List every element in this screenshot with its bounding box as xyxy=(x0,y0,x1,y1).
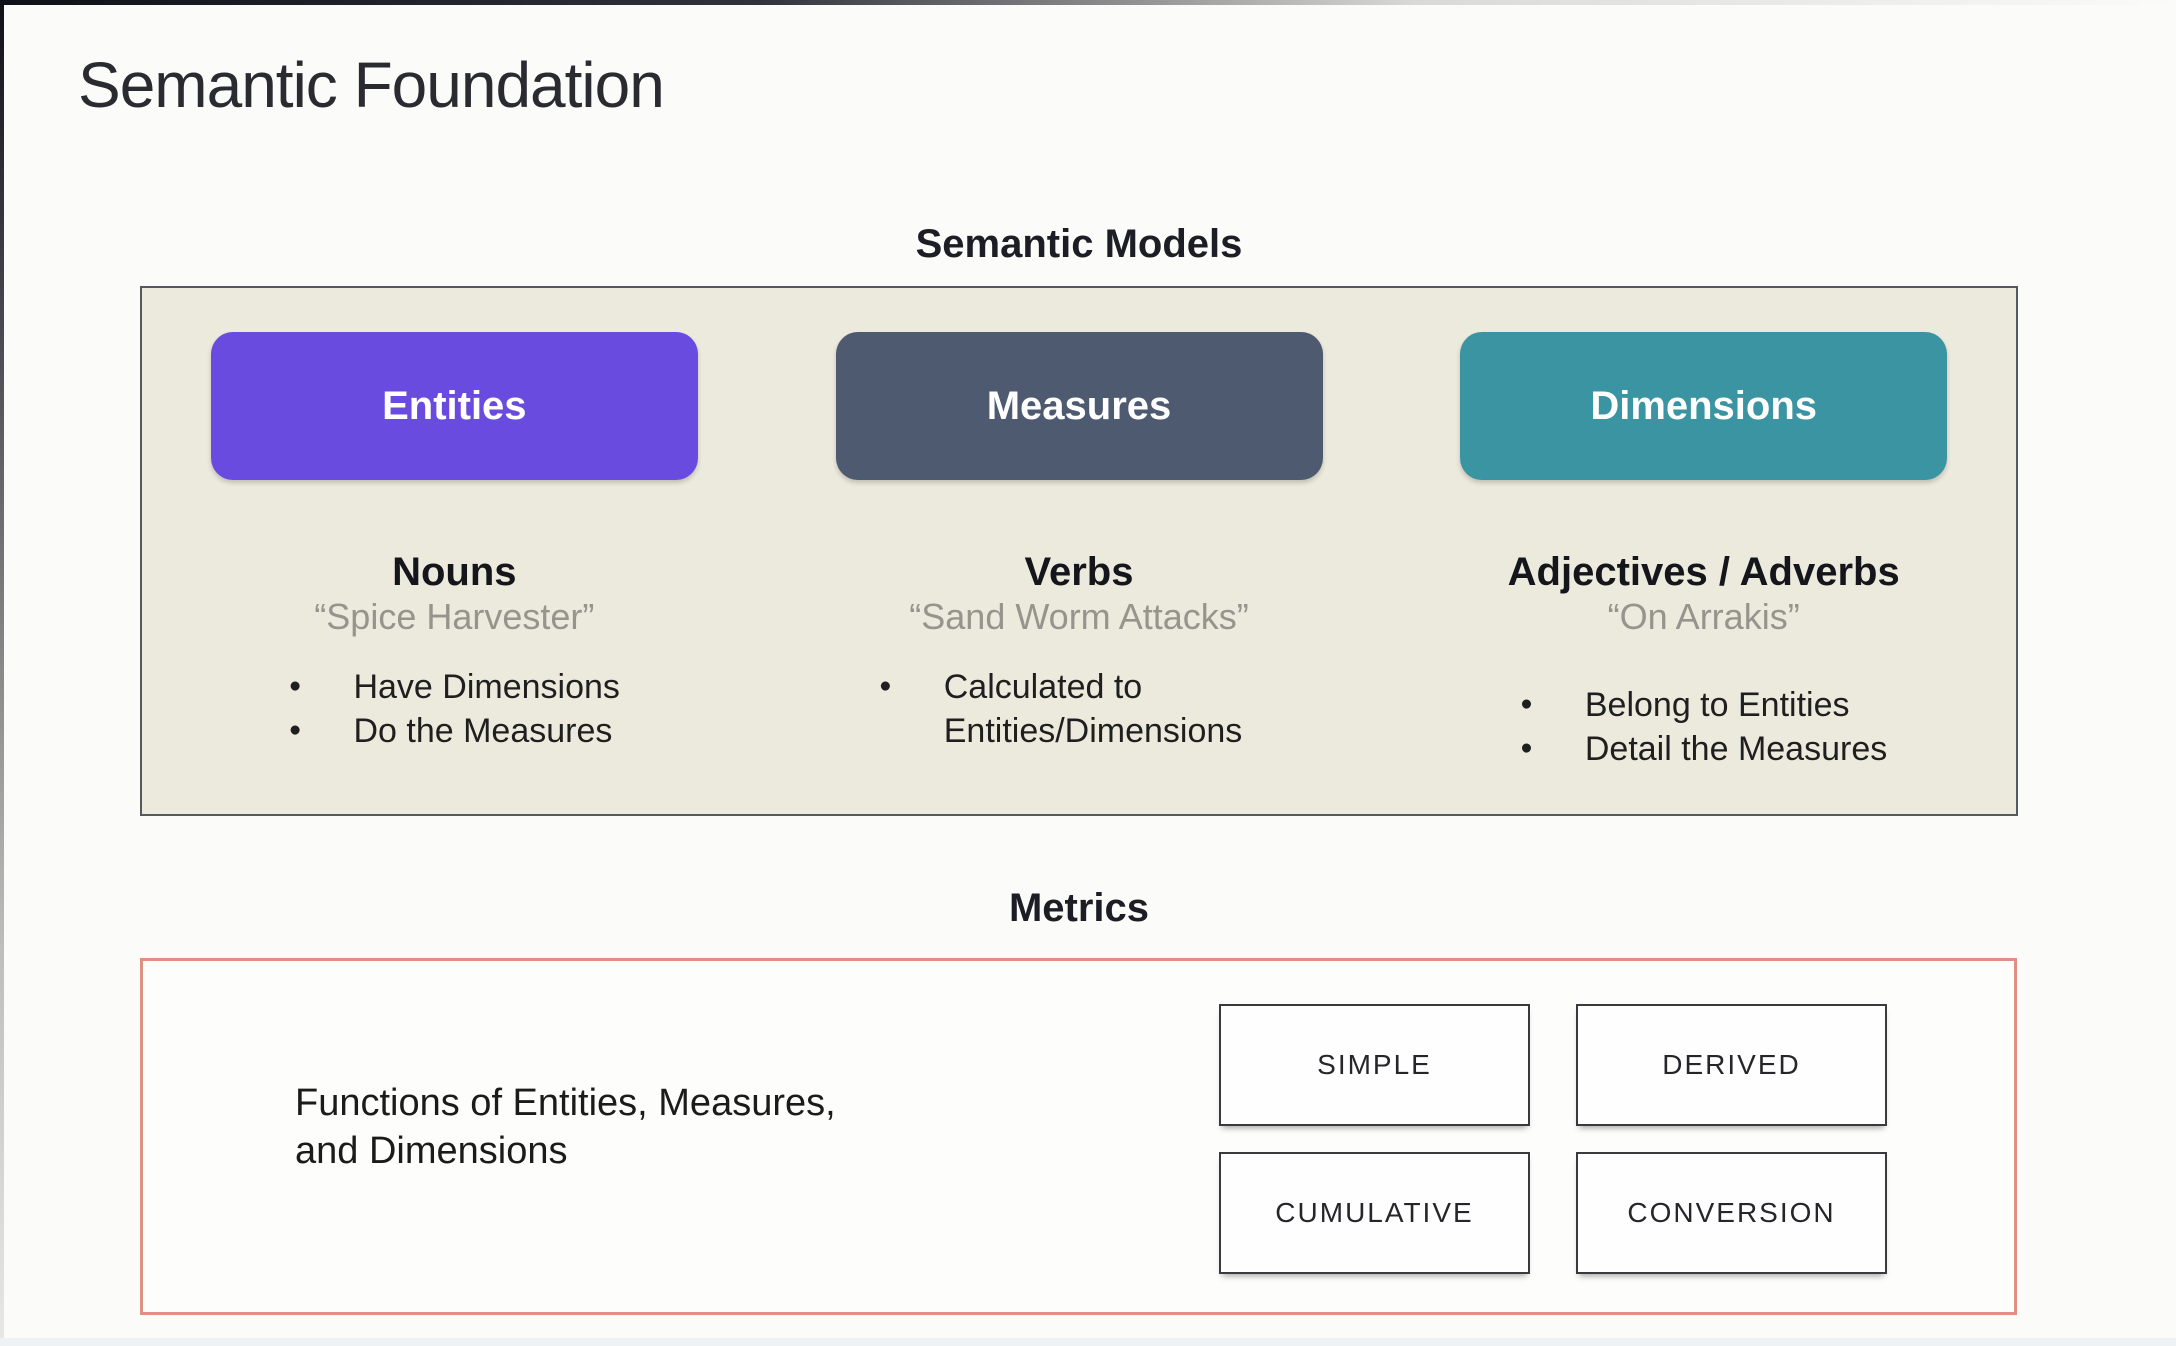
semantic-models-heading: Semantic Models xyxy=(915,222,1243,266)
semantic-column-entities: Entities Nouns “Spice Harvester” Have Di… xyxy=(142,288,767,814)
metrics-description: Functions of Entities, Measures, and Dim… xyxy=(295,1082,836,1173)
bullet-item: Do the Measures xyxy=(289,710,620,754)
dimensions-heading: Adjectives / Adverbs xyxy=(1507,550,1900,594)
entities-quote: “Spice Harvester” xyxy=(314,596,595,637)
entities-pill: Entities xyxy=(210,332,698,480)
metric-box-conversion: CONVERSION xyxy=(1576,1152,1887,1274)
bullet-item: Detail the Measures xyxy=(1520,728,1887,772)
dimensions-bullet-list: Belong to Entities Detail the Measures xyxy=(1520,684,1887,771)
metrics-heading: Metrics xyxy=(1008,886,1150,930)
bullet-item: Calculated to Entities/Dimensions xyxy=(879,666,1279,753)
dimensions-pill: Dimensions xyxy=(1460,332,1948,480)
semantic-column-measures: Measures Verbs “Sand Worm Attacks” Calcu… xyxy=(767,288,1392,814)
measures-pill: Measures xyxy=(835,332,1323,480)
window-bottom-border xyxy=(0,1338,2176,1346)
semantic-column-dimensions: Dimensions Adjectives / Adverbs “On Arra… xyxy=(1391,288,2016,814)
window-top-border xyxy=(0,0,2176,5)
bullet-item: Belong to Entities xyxy=(1520,684,1887,728)
metric-box-cumulative: CUMULATIVE xyxy=(1219,1152,1530,1274)
metrics-panel: Functions of Entities, Measures, and Dim… xyxy=(140,958,2017,1315)
entities-bullet-list: Have Dimensions Do the Measures xyxy=(289,666,620,754)
bullet-item: Have Dimensions xyxy=(289,666,619,710)
measures-bullet-list: Calculated to Entities/Dimensions xyxy=(879,666,1279,753)
metric-box-simple: SIMPLE xyxy=(1219,1004,1530,1126)
measures-heading: Verbs xyxy=(1024,550,1134,594)
dimensions-quote: “On Arrakis” xyxy=(1607,596,1800,637)
metric-types-grid: SIMPLE DERIVED CUMULATIVE CONVERSION xyxy=(1219,1004,1887,1274)
semantic-models-panel: Entities Nouns “Spice Harvester” Have Di… xyxy=(140,286,2018,816)
metric-box-derived: DERIVED xyxy=(1576,1004,1887,1126)
measures-quote: “Sand Worm Attacks” xyxy=(909,596,1249,637)
page-title: Semantic Foundation xyxy=(78,49,665,121)
window-left-border xyxy=(0,0,4,1346)
entities-heading: Nouns xyxy=(392,550,517,594)
